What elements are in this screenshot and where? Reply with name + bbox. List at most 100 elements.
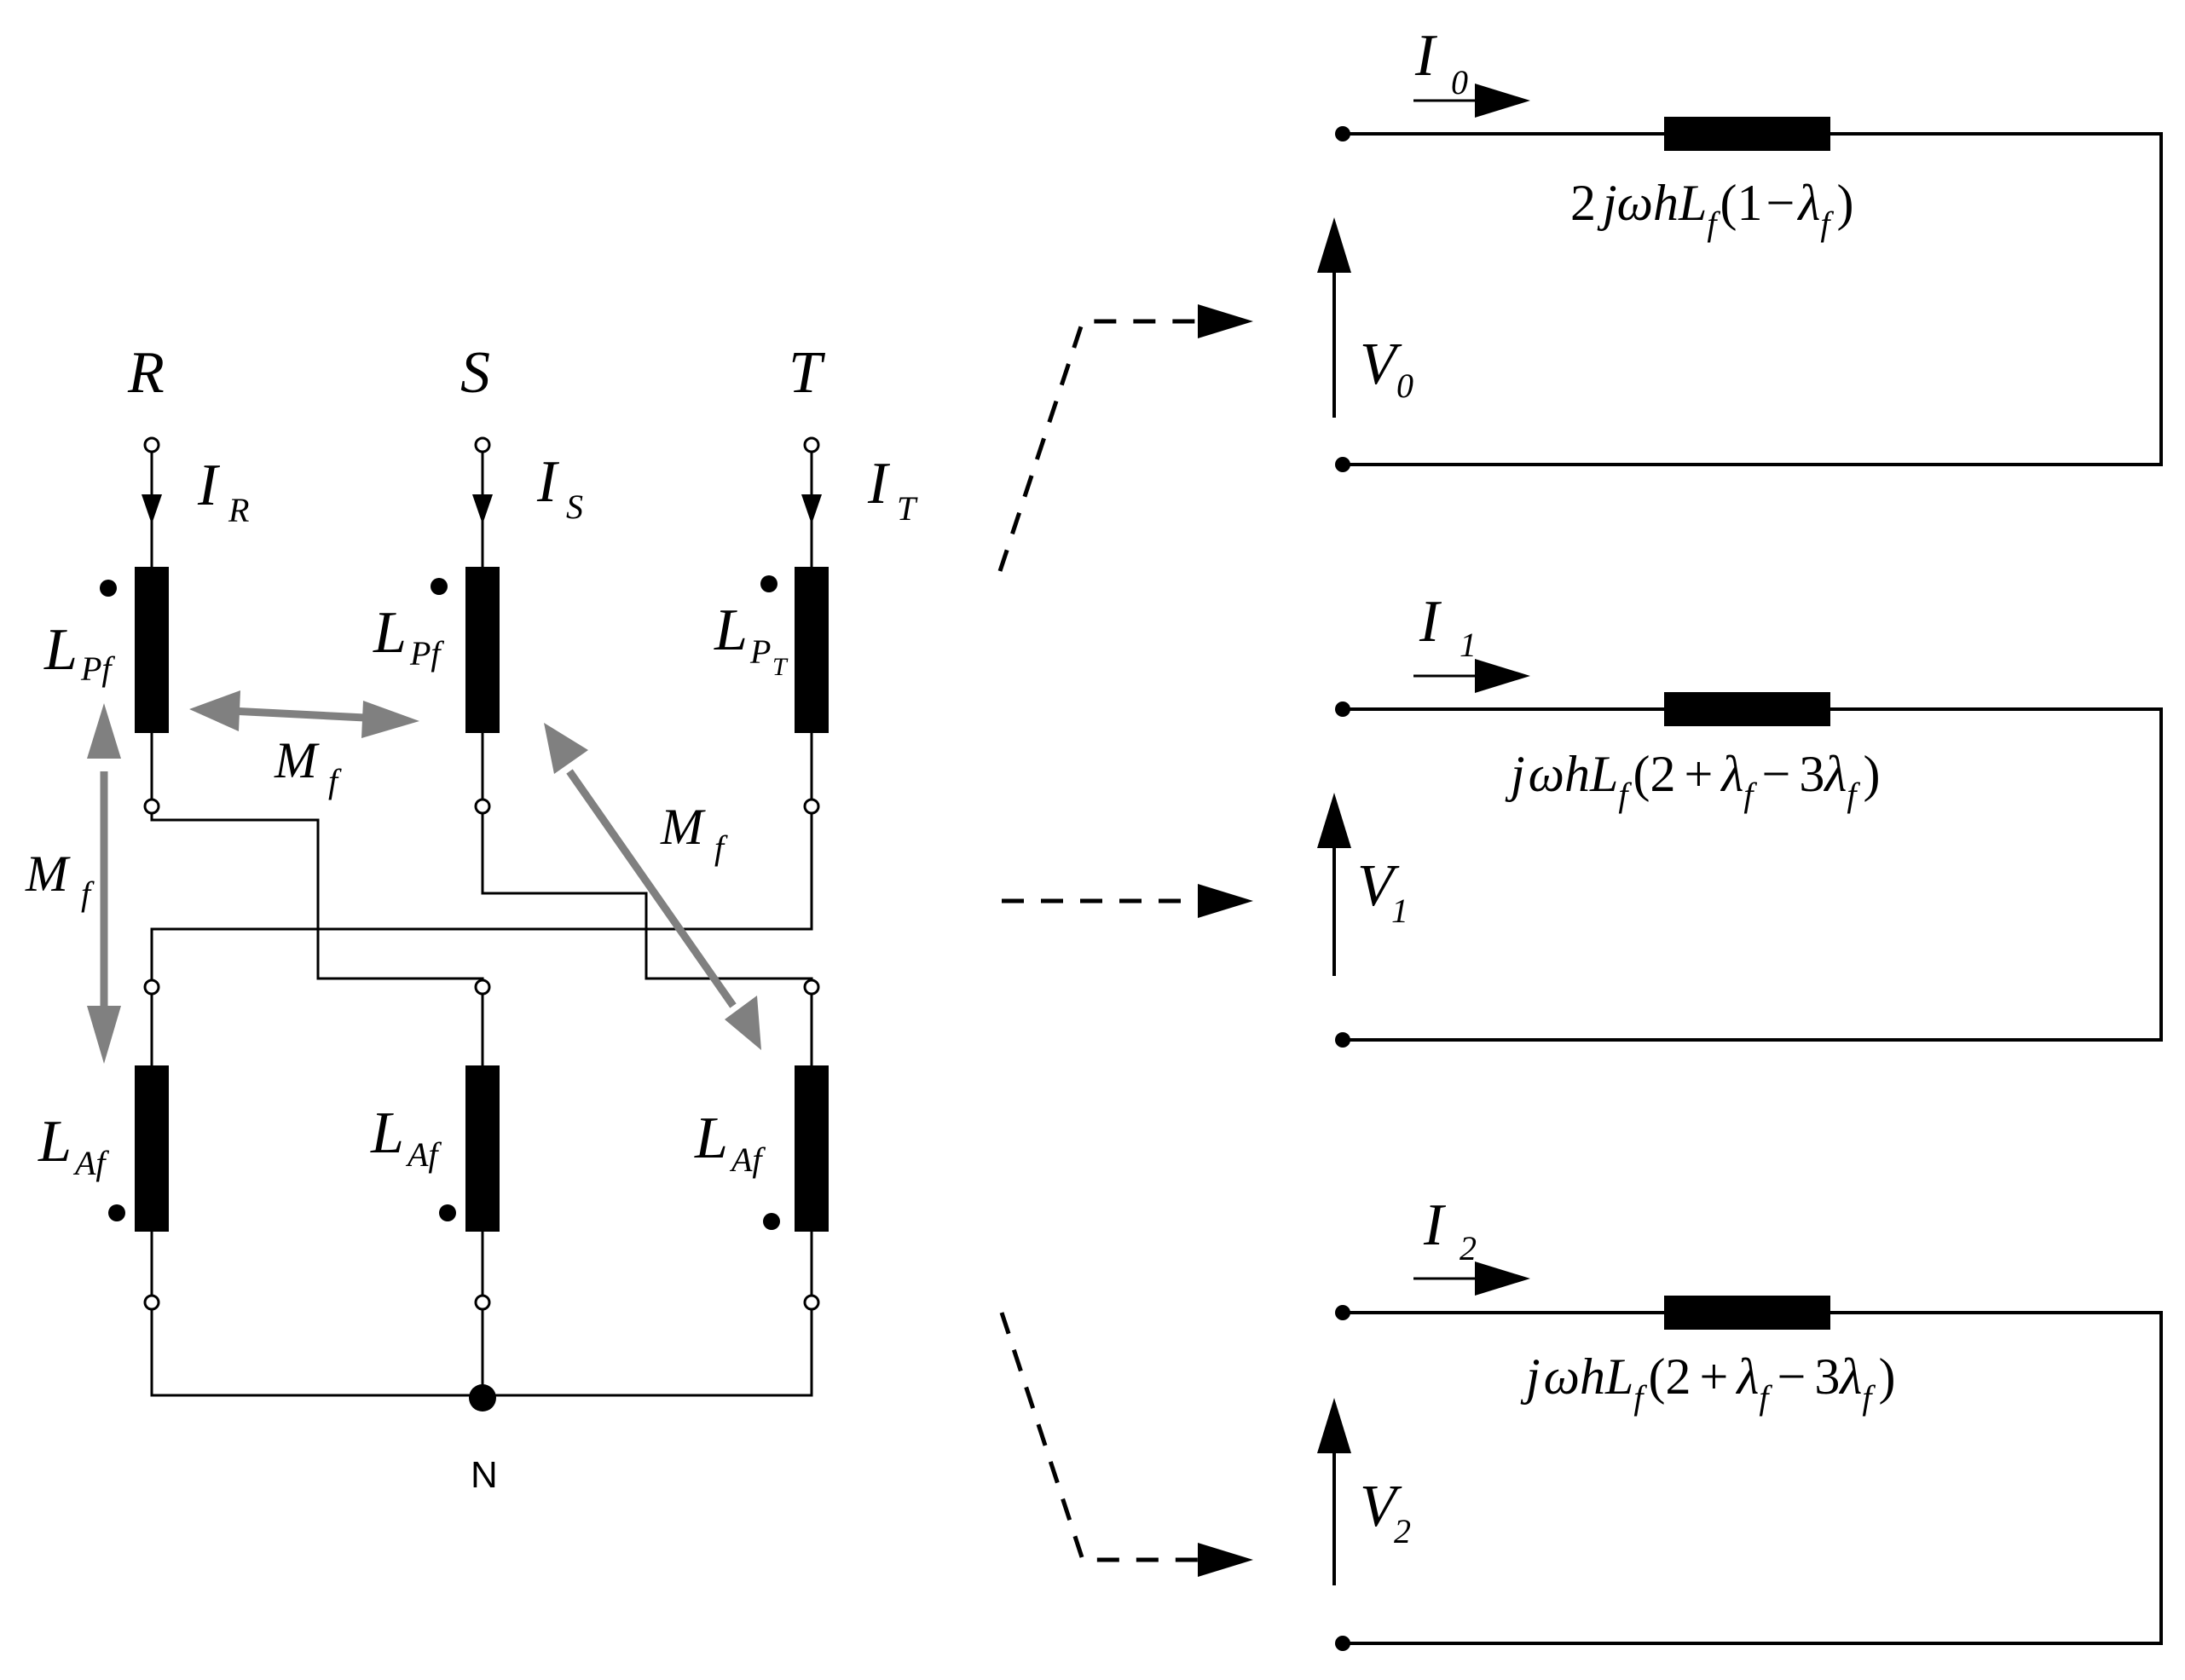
negative-sequence-impedance (1664, 1296, 1830, 1330)
terminal-r-mid (143, 798, 160, 815)
mutual-label-diagonal: M f (660, 799, 728, 867)
cross-wire-t-to-r (150, 813, 813, 980)
polarity-dot-primary-r (100, 580, 117, 597)
positive-sequence-current-label: I 1 (1419, 589, 1477, 664)
primary-inductor-label-s: L Pf (373, 600, 444, 673)
negative-sequence-impedance-label: jωhLf(2+λf−3λf) (1520, 1348, 1895, 1417)
mutual-label-vertical: M f (25, 846, 95, 913)
svg-text:L: L (370, 1100, 404, 1166)
aux-inductor-label-s: L Af (370, 1100, 442, 1174)
aux-inductor-label-t: L Af (694, 1106, 766, 1179)
negative-sequence-voltage-label: V 2 (1360, 1474, 1411, 1550)
zero-sequence-voltage-arrow (1317, 217, 1351, 273)
svg-text:L: L (714, 598, 748, 663)
svg-text:T: T (772, 653, 789, 681)
terminal-t-bottom (803, 1294, 820, 1311)
svg-text:R: R (228, 491, 249, 529)
svg-text:L: L (373, 600, 407, 666)
primary-inductor-t (795, 567, 829, 733)
svg-text:V: V (1360, 332, 1402, 397)
positive-sequence-impedance-label: jωhLf(2+λf−3λf) (1505, 746, 1880, 814)
polarity-dot-primary-t (760, 575, 777, 592)
terminal-s-aux-top (474, 979, 491, 996)
neutral-node (469, 1384, 496, 1412)
phase-label-t: T (789, 340, 826, 406)
neutral-label: N (471, 1454, 498, 1496)
zero-sequence-current-label: I 0 (1414, 23, 1468, 101)
terminal-r-bottom (143, 1294, 160, 1311)
svg-text:Af: Af (72, 1144, 109, 1182)
svg-text:Pf: Pf (409, 634, 444, 673)
svg-text:Pf: Pf (80, 649, 115, 688)
svg-text:L: L (43, 617, 78, 683)
phase-label-r: R (127, 340, 165, 406)
svg-text:V: V (1360, 1474, 1402, 1539)
current-arrow-t (801, 494, 822, 524)
svg-text:I: I (1419, 589, 1442, 655)
aux-inductor-s (465, 1065, 500, 1232)
mutual-arrow-vertical (87, 703, 121, 1064)
positive-sequence-circuit: I 1 V 1 jωhLf(2+λf−3λf) (1317, 589, 2163, 1048)
svg-text:I: I (536, 449, 560, 515)
svg-text:I: I (1423, 1192, 1447, 1258)
terminal-t-mid (803, 798, 820, 815)
primary-inductor-label-r: L Pf (43, 617, 115, 688)
svg-text:L: L (694, 1106, 728, 1171)
current-arrow-s (472, 494, 493, 524)
svg-text:M: M (25, 846, 71, 902)
aux-inductor-r (135, 1065, 169, 1232)
terminal-s-bottom (474, 1294, 491, 1311)
positive-sequence-voltage-label: V 1 (1357, 853, 1408, 930)
terminal-r-aux-top (143, 979, 160, 996)
zero-sequence-current-arrow (1475, 84, 1530, 118)
svg-text:T: T (897, 489, 918, 528)
svg-text:f: f (714, 828, 728, 867)
svg-text:V: V (1357, 853, 1400, 919)
primary-inductor-label-t: L P T (714, 598, 789, 681)
terminal-s-mid (474, 798, 491, 815)
terminal-r-top (143, 436, 160, 453)
polarity-dot-aux-r (108, 1204, 125, 1221)
mapping-arrows (997, 304, 1253, 1577)
zero-sequence-impedance (1664, 117, 1830, 151)
mapping-arrow-negative-sequence (999, 1312, 1202, 1562)
svg-text:2: 2 (1460, 1229, 1477, 1267)
svg-text:1: 1 (1460, 626, 1477, 664)
svg-text:Af: Af (405, 1135, 442, 1174)
svg-text:Af: Af (729, 1140, 766, 1179)
mapping-arrow-zero-sequence (997, 319, 1202, 572)
svg-text:I: I (867, 451, 891, 517)
positive-sequence-impedance (1664, 692, 1830, 726)
mutual-arrow-horizontal (189, 690, 419, 738)
negative-sequence-circuit: I 2 V 2 jωhLf(2+λf−3λf) (1317, 1192, 2163, 1651)
svg-text:I: I (197, 453, 221, 518)
positive-sequence-voltage-arrow (1317, 793, 1351, 848)
svg-text:2: 2 (1394, 1512, 1411, 1550)
terminal-s-top (474, 436, 491, 453)
cross-wire-r-to-s (150, 813, 484, 980)
cross-wire-s-to-t (481, 813, 813, 980)
current-label-t: I T (867, 451, 918, 528)
primary-inductor-r (135, 567, 169, 733)
three-phase-network: R S T I R I S I T (25, 340, 918, 1496)
negative-sequence-current-label: I 2 (1423, 1192, 1477, 1267)
polarity-dot-aux-t (763, 1213, 780, 1230)
terminal-t-top (803, 436, 820, 453)
zero-sequence-voltage-label: V 0 (1360, 332, 1413, 405)
mutual-label-rs: M f (274, 732, 342, 800)
svg-text:0: 0 (1451, 63, 1468, 101)
svg-text:P: P (749, 632, 771, 671)
current-arrow-r (142, 494, 162, 524)
negative-sequence-voltage-arrow (1317, 1398, 1351, 1453)
polarity-dot-primary-s (431, 578, 448, 595)
polarity-dot-aux-s (439, 1204, 456, 1221)
current-label-s: I S (536, 449, 583, 526)
svg-text:M: M (274, 732, 320, 788)
positive-sequence-current-arrow (1475, 659, 1530, 693)
primary-inductor-s (465, 567, 500, 733)
negative-sequence-current-arrow (1475, 1261, 1530, 1296)
svg-text:1: 1 (1391, 892, 1408, 930)
